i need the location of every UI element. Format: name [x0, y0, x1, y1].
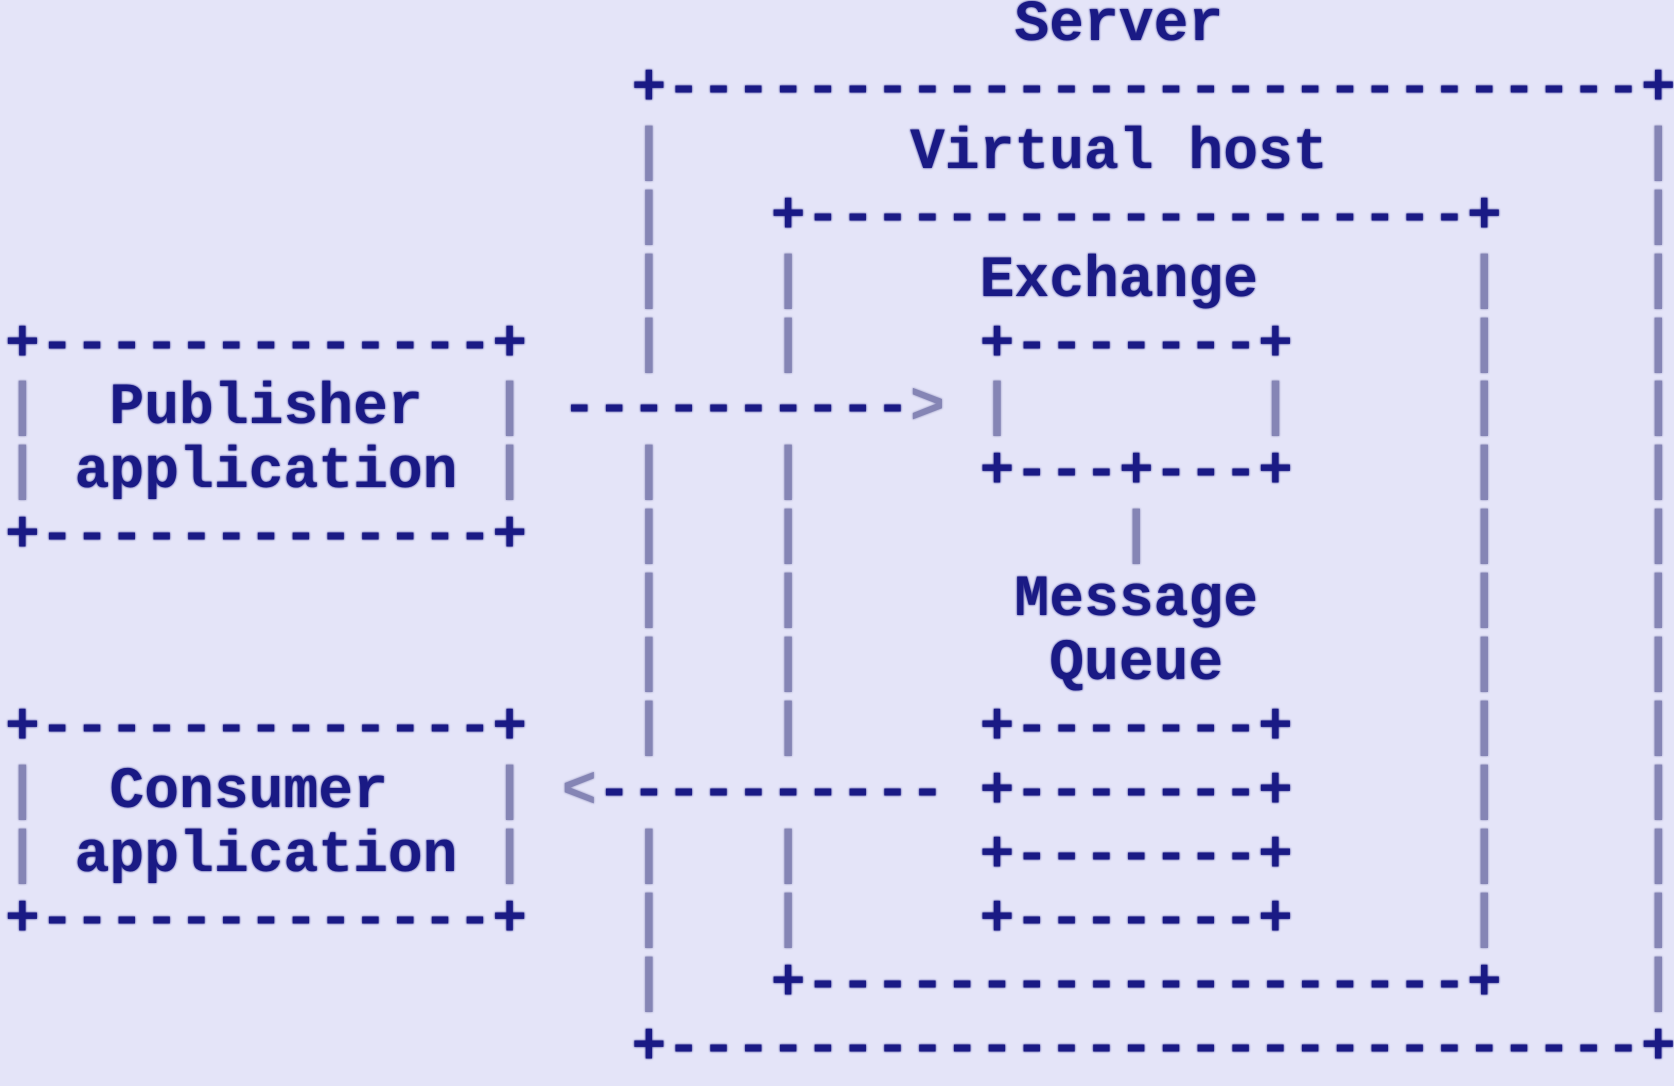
amqp-architecture-diagram: Server +----------------------------+ | … — [5, 0, 1674, 1081]
ascii-art-diagram: Server +----------------------------+ | … — [5, 0, 1674, 1081]
